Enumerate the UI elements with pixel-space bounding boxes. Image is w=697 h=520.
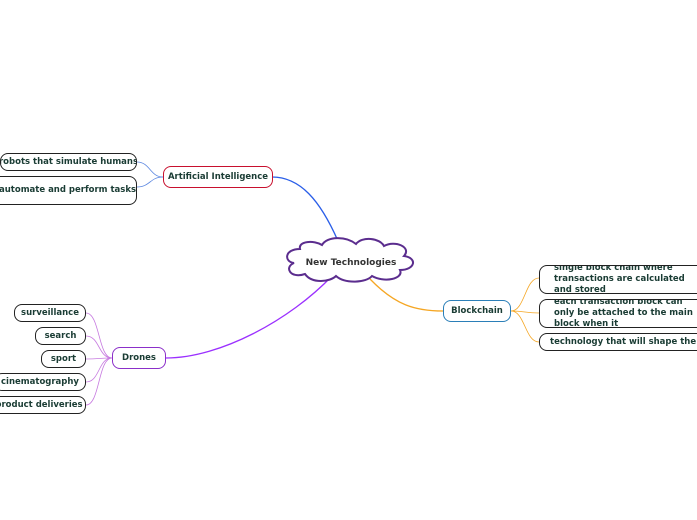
connector-drones-child-1 bbox=[85, 312, 113, 359]
drones-child-search[interactable]: search bbox=[35, 327, 86, 345]
blockchain-child-2-text: each transaction block can only be attac… bbox=[554, 299, 693, 328]
blockchain-child-single-block-chain[interactable]: single block chain where transactions ar… bbox=[539, 265, 697, 294]
connector-drones-child-5 bbox=[85, 357, 113, 406]
connector-ai-child-2 bbox=[136, 176, 164, 188]
blockchain-child-transaction-block[interactable]: each transaction block can only be attac… bbox=[539, 299, 697, 328]
connector-drones-child-4 bbox=[85, 357, 113, 383]
connector-central-drones bbox=[165, 275, 333, 359]
connector-blockchain-child-3 bbox=[510, 310, 540, 343]
branch-artificial-intelligence[interactable]: Artificial Intelligence bbox=[163, 166, 273, 188]
connector-blockchain-child-2 bbox=[510, 310, 540, 314]
branch-blockchain[interactable]: Blockchain bbox=[443, 300, 511, 322]
drones-child-surveillance[interactable]: surveillance bbox=[14, 304, 86, 322]
blockchain-child-1-text: single block chain where transactions ar… bbox=[554, 265, 685, 294]
connector-central-ai bbox=[271, 176, 339, 242]
central-topic-label[interactable]: New Technologies bbox=[305, 258, 397, 268]
connector-blockchain-child-1 bbox=[510, 277, 540, 312]
drones-child-cinematography[interactable]: cinematography bbox=[0, 373, 86, 391]
drones-child-sport[interactable]: sport bbox=[41, 350, 86, 368]
ai-child-automate-perform-tasks[interactable]: automate and perform tasks bbox=[0, 176, 137, 205]
connector-central-blockchain bbox=[369, 278, 444, 312]
central-cloud-shape[interactable] bbox=[286, 237, 414, 283]
branch-drones[interactable]: Drones bbox=[112, 347, 166, 369]
ai-child-robots-simulate-humans[interactable]: robots that simulate humans bbox=[0, 153, 137, 171]
drones-child-product-deliveries[interactable]: product deliveries bbox=[0, 396, 86, 414]
blockchain-child-shape-the-world[interactable]: technology that will shape the world bbox=[539, 333, 697, 351]
connector-drones-child-2 bbox=[85, 335, 113, 359]
connector-ai-child-1 bbox=[136, 161, 164, 178]
